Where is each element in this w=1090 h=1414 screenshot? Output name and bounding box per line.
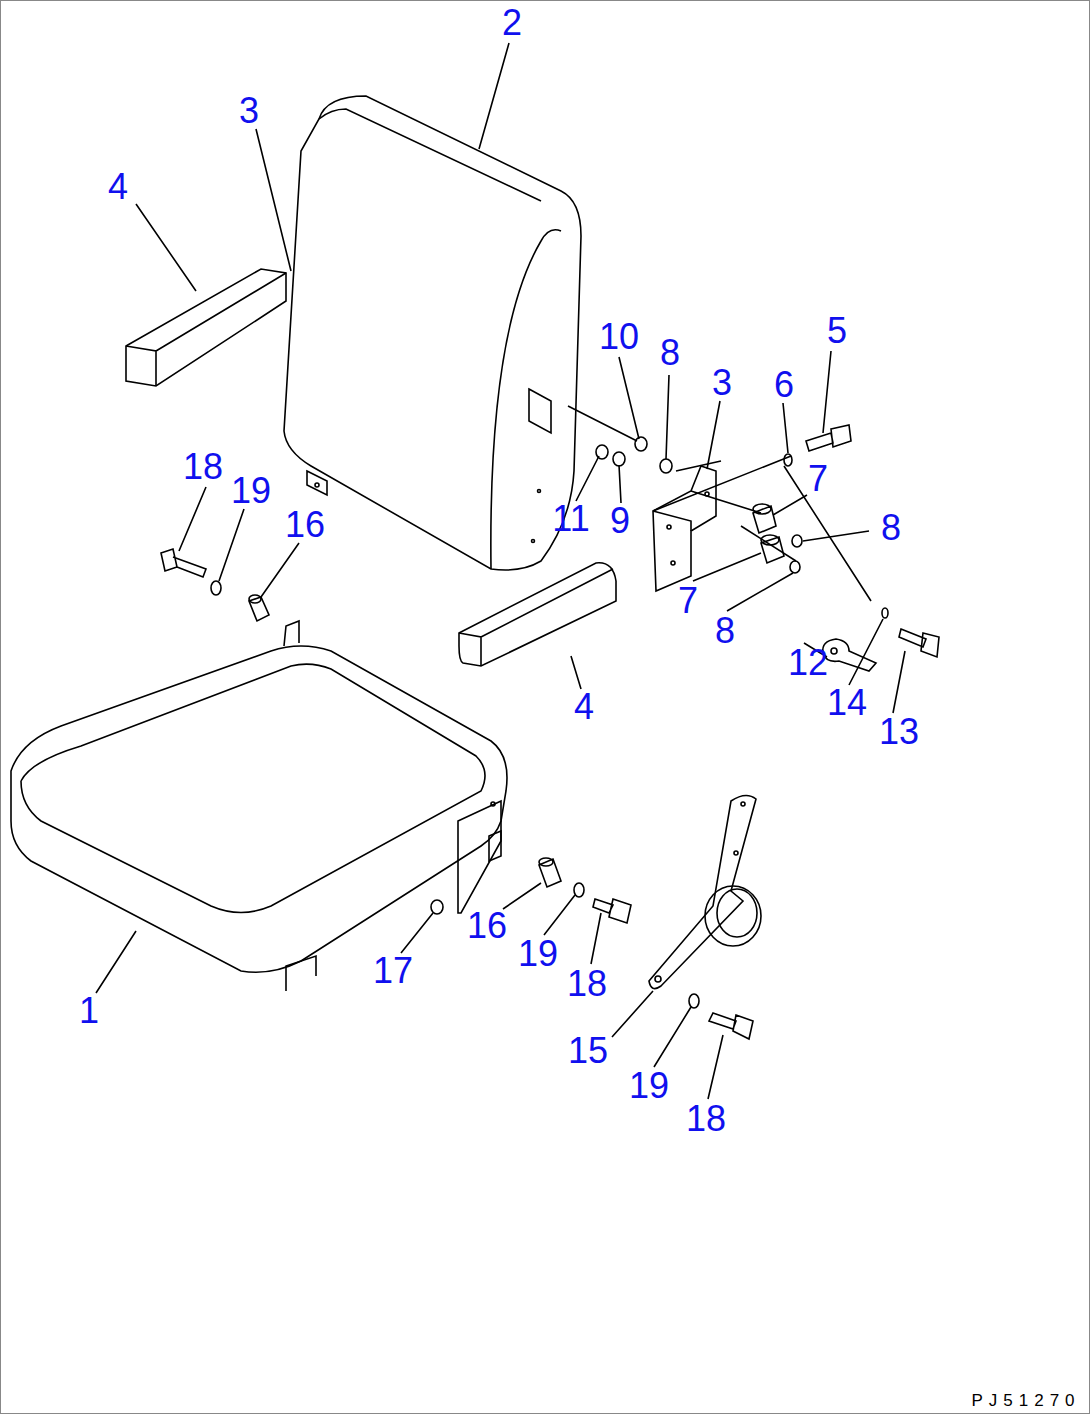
callout-number: 12 [788, 645, 828, 681]
callout-number: 16 [467, 908, 507, 944]
callout-number: 13 [879, 714, 919, 750]
callout-number: 4 [574, 689, 594, 725]
callout-number: 5 [827, 313, 847, 349]
callout-number: 19 [231, 473, 271, 509]
callout-number: 4 [108, 169, 128, 205]
callout-number: 6 [774, 367, 794, 403]
callout-number: 14 [827, 685, 867, 721]
callout-number: 9 [610, 503, 630, 539]
drawing-code: PJ51270 [971, 1391, 1080, 1408]
callout-number: 18 [567, 966, 607, 1002]
callout-number: 17 [373, 953, 413, 989]
callout-number: 19 [518, 936, 558, 972]
callout-number: 8 [715, 613, 735, 649]
callout-number: 2 [502, 5, 522, 41]
callout-number: 16 [285, 507, 325, 543]
callout-number: 7 [678, 583, 698, 619]
callout-number: 8 [881, 510, 901, 546]
callout-number: 11 [552, 501, 589, 537]
callout-number: 7 [808, 461, 828, 497]
callout-number: 18 [183, 449, 223, 485]
callout-number: 18 [686, 1101, 726, 1137]
callout-number: 3 [712, 365, 732, 401]
callout-number: 1 [79, 993, 99, 1029]
callout-number: 19 [629, 1068, 669, 1104]
callout-number: 10 [599, 319, 639, 355]
callout-number: 8 [660, 335, 680, 371]
callout-number: 15 [568, 1033, 608, 1069]
callout-number: 3 [239, 93, 259, 129]
